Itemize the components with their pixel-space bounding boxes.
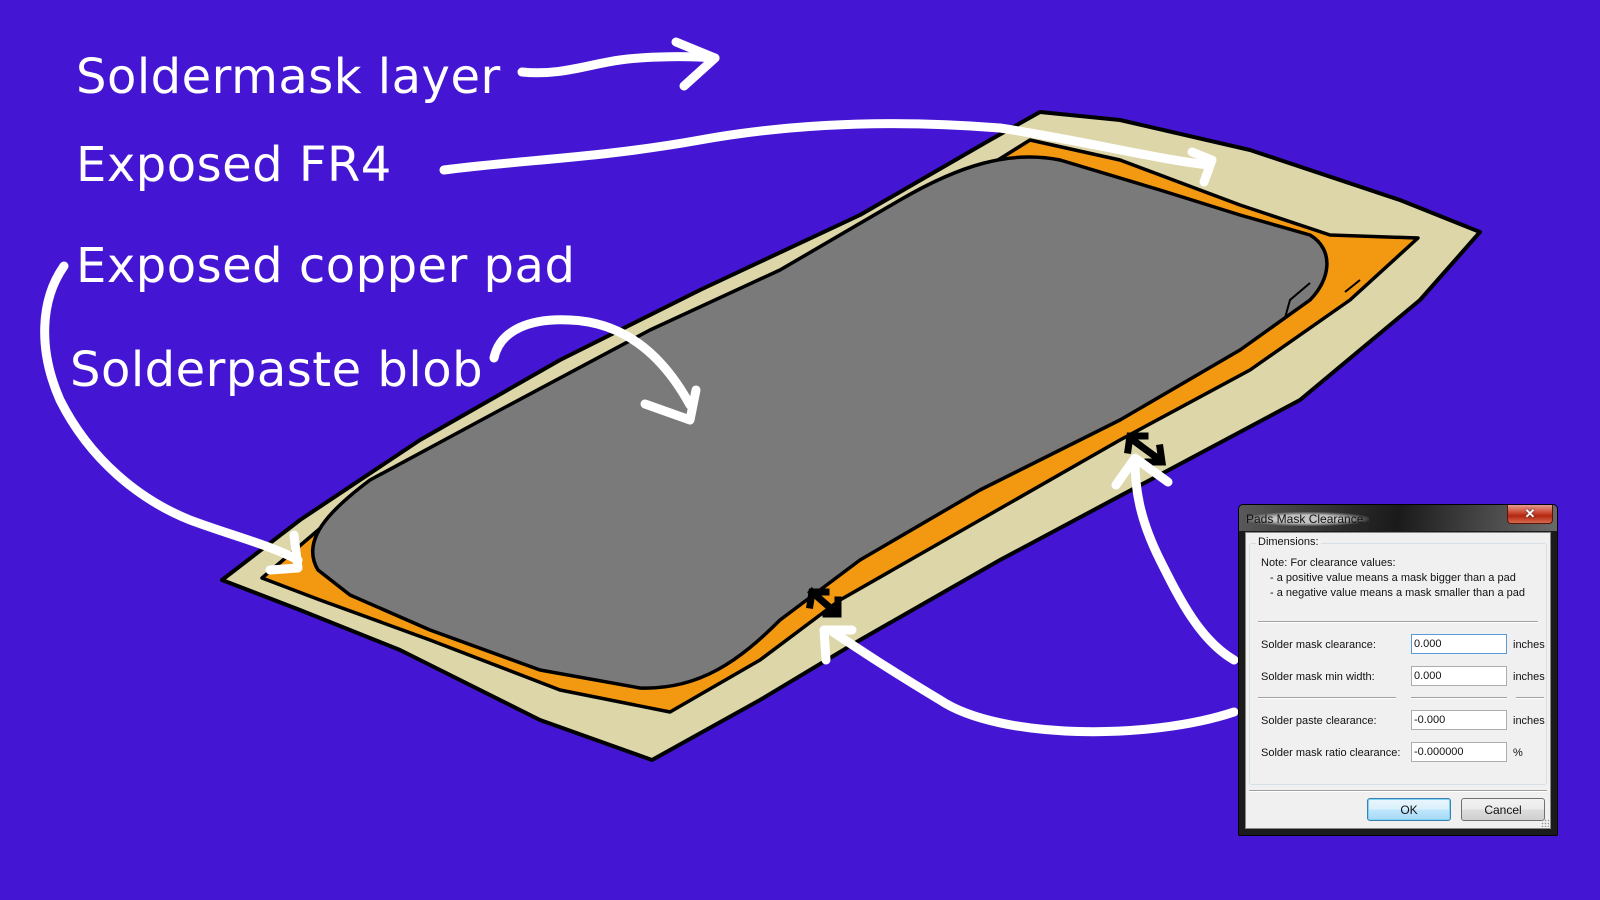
cancel-button[interactable]: Cancel — [1461, 798, 1545, 821]
dialog-client: Dimensions: Note: For clearance values: … — [1245, 532, 1551, 829]
divider — [1411, 697, 1507, 699]
unit-label: inches — [1513, 715, 1545, 727]
solder-mask-clearance-label: Solder mask clearance: — [1261, 639, 1376, 651]
ok-label: OK — [1400, 802, 1418, 817]
divider — [1516, 697, 1544, 699]
unit-label: inches — [1513, 639, 1545, 651]
annotation-arrows — [40, 37, 1239, 737]
resize-grip-icon[interactable] — [1541, 819, 1549, 827]
cancel-label: Cancel — [1484, 802, 1522, 817]
divider — [1258, 621, 1538, 623]
unit-label: % — [1513, 747, 1523, 759]
pads-mask-clearance-dialog: Pads Mask Clearance ✕ Dimensions: Note: … — [1238, 504, 1558, 836]
copper-pad-region — [311, 155, 1329, 690]
close-button[interactable]: ✕ — [1507, 505, 1553, 524]
close-icon: ✕ — [1524, 506, 1536, 521]
solder-mask-clearance-input[interactable] — [1411, 634, 1507, 654]
dialog-title: Pads Mask Clearance — [1246, 512, 1370, 526]
solder-mask-ratio-clearance-label: Solder mask ratio clearance: — [1261, 747, 1401, 759]
note-line: Note: For clearance values: — [1261, 557, 1396, 569]
divider — [1258, 697, 1396, 699]
solder-mask-min-width-input[interactable] — [1411, 666, 1507, 686]
dimensions-label: Dimensions: — [1256, 536, 1321, 548]
exposed-fr4-label: Exposed FR4 — [76, 137, 392, 193]
solder-paste-clearance-input[interactable] — [1411, 710, 1507, 730]
exposed-copper-pad-label: Exposed copper pad — [76, 238, 576, 294]
dialog-titlebar[interactable]: Pads Mask Clearance ✕ — [1239, 505, 1557, 531]
soldermask-layer-label: Soldermask layer — [76, 49, 501, 105]
note-line: - a negative value means a mask smaller … — [1270, 587, 1525, 599]
solderpaste-blob-label: Solderpaste blob — [70, 342, 484, 398]
solder-mask-ratio-clearance-input[interactable] — [1411, 742, 1507, 762]
note-line: - a positive value means a mask bigger t… — [1270, 572, 1516, 584]
unit-label: inches — [1513, 671, 1545, 683]
dimensions-groupbox: Dimensions: Note: For clearance values: … — [1249, 536, 1547, 785]
clearance-arrow-icon — [806, 432, 1167, 618]
ok-button[interactable]: OK — [1367, 798, 1451, 821]
divider — [1249, 790, 1547, 792]
solder-paste-clearance-label: Solder paste clearance: — [1261, 715, 1377, 727]
solder-mask-min-width-label: Solder mask min width: — [1261, 671, 1375, 683]
